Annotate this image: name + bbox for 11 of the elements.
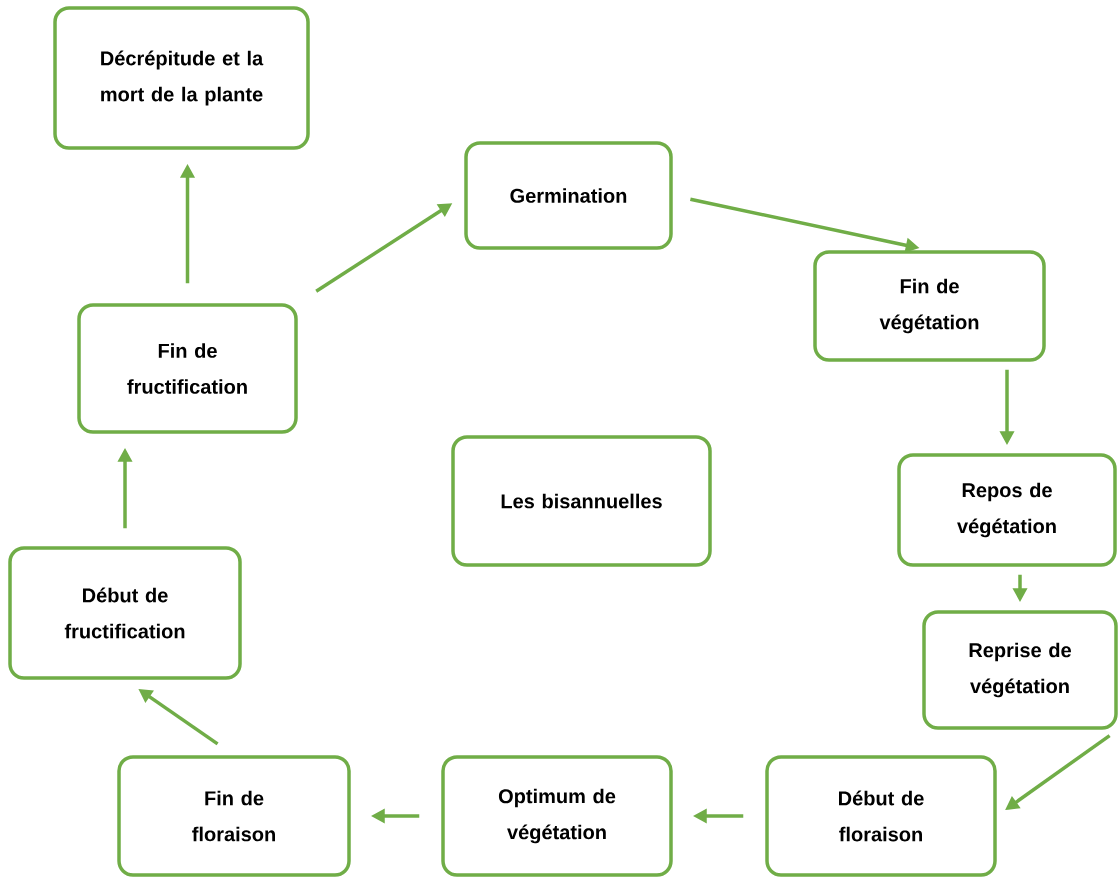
process-box: Début de fructification bbox=[8, 546, 242, 680]
process-box: Repos de végétation bbox=[897, 453, 1117, 567]
process-box: Optimum de végétation bbox=[441, 755, 673, 877]
process-box: Fin de floraison bbox=[117, 755, 351, 877]
process-box: Fin de fructification bbox=[77, 303, 298, 434]
process-box: Reprise de végétation bbox=[922, 610, 1118, 730]
process-box: Germination bbox=[464, 141, 673, 250]
process-box: Début de floraison bbox=[765, 755, 997, 877]
process-box: Décrépitude et la mort de la plante bbox=[53, 6, 310, 150]
process-box: Fin de végétation bbox=[813, 250, 1046, 362]
process-box: Les bisannuelles bbox=[451, 435, 712, 567]
